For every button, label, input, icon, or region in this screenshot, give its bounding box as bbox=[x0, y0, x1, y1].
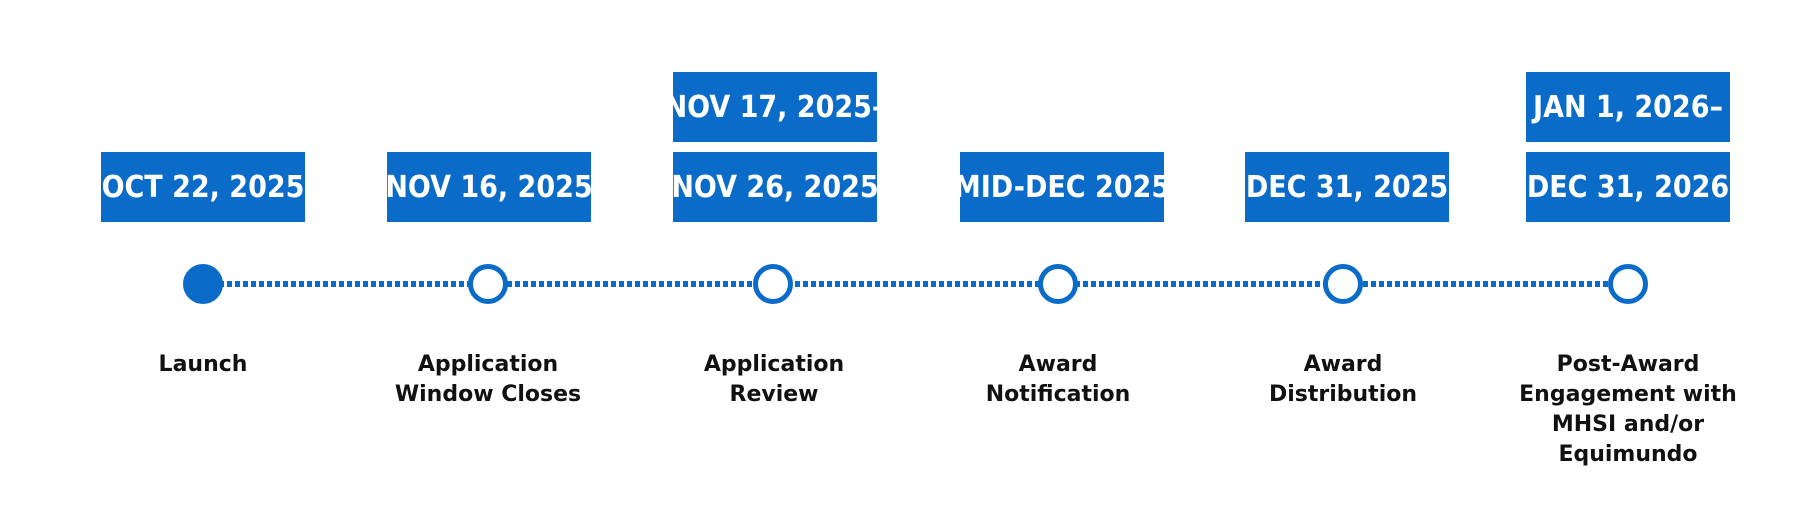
milestone-node bbox=[1323, 264, 1363, 304]
label-line: Award bbox=[1303, 352, 1383, 377]
date-text: DEC 31, 2026 bbox=[1526, 169, 1730, 205]
date-text: NOV 16, 2025 bbox=[385, 169, 593, 205]
label-line: Application bbox=[703, 352, 845, 377]
date-box-post-award-end: DEC 31, 2026 bbox=[1526, 152, 1730, 222]
label-line: Equimundo bbox=[1558, 442, 1698, 467]
label-line: Distribution bbox=[1268, 382, 1418, 407]
date-text: DEC 31, 2025 bbox=[1245, 169, 1449, 205]
date-box-post-award-start: JAN 1, 2026– bbox=[1526, 72, 1730, 142]
date-box-application-review-end: NOV 26, 2025 bbox=[671, 152, 879, 222]
label-line: MHSI and/or bbox=[1551, 412, 1705, 437]
date-text: OCT 22, 2025 bbox=[101, 169, 305, 205]
milestone-label-post-award-engagement: Post-Award Engagement with MHSI and/or E… bbox=[1513, 350, 1743, 470]
label-line: Notification bbox=[985, 382, 1131, 407]
milestone-label-award-notification: Award Notification bbox=[943, 350, 1173, 410]
milestone-label-application-window-closes: Application Window Closes bbox=[373, 350, 603, 410]
milestone-label-launch: Launch bbox=[88, 350, 318, 380]
milestone-node bbox=[1038, 264, 1078, 304]
label-line: Engagement with bbox=[1519, 382, 1737, 407]
label-line: Post-Award bbox=[1556, 352, 1700, 377]
date-text: NOV 17, 2025– bbox=[664, 89, 886, 125]
date-text: NOV 26, 2025 bbox=[671, 169, 879, 205]
label-line: Launch bbox=[158, 352, 248, 377]
date-box-award-distribution: DEC 31, 2025 bbox=[1245, 152, 1449, 222]
milestone-node bbox=[753, 264, 793, 304]
date-text: MID-DEC 2025 bbox=[953, 169, 1171, 205]
date-box-award-notification: MID-DEC 2025 bbox=[954, 152, 1170, 222]
label-line: Review bbox=[729, 382, 819, 407]
milestone-node-filled bbox=[183, 264, 223, 304]
milestone-node bbox=[468, 264, 508, 304]
date-box-application-review-start: NOV 17, 2025– bbox=[665, 72, 885, 142]
milestone-node bbox=[1608, 264, 1648, 304]
milestone-label-award-distribution: Award Distribution bbox=[1228, 350, 1458, 410]
date-box-application-window-closes: NOV 16, 2025 bbox=[385, 152, 593, 222]
date-box-launch: OCT 22, 2025 bbox=[101, 152, 305, 222]
label-line: Window Closes bbox=[394, 382, 582, 407]
milestone-label-application-review: Application Review bbox=[659, 350, 889, 410]
label-line: Application bbox=[417, 352, 559, 377]
label-line: Award bbox=[1018, 352, 1098, 377]
date-text: JAN 1, 2026– bbox=[1533, 89, 1723, 125]
